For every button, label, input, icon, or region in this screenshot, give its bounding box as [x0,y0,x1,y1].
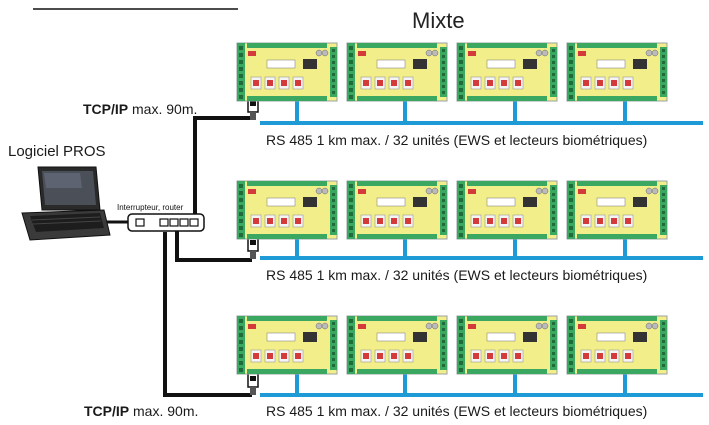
tcp-cable-row-3 [163,232,252,397]
rs485-bus-row-2 [260,238,703,260]
controller-board [566,315,668,375]
switch-router-icon [127,213,205,232]
switch-label: Interrupteur, router [117,203,184,212]
tcp-cable-row-2 [175,230,252,262]
controller-board [236,315,338,375]
tcpip-label-bottom: TCP/IP max. 90m. [84,403,198,419]
controller-board [456,42,558,102]
rs485-bus-row-1 [260,100,703,125]
controller-board [566,180,668,240]
controller-board [456,180,558,240]
tcpip-label-bottom-protocol: TCP/IP [84,403,130,419]
tcpip-cables [105,116,252,397]
rs485-bus-row-3 [260,373,703,397]
diagram-title: Mixte [412,8,465,33]
tcpip-label-top: TCP/IP max. 90m. [83,101,197,117]
controller-board [566,42,668,102]
controller-board [346,180,448,240]
tcpip-label-top-distance: max. 90m. [128,101,198,117]
rs485-label-row-3: RS 485 1 km max. / 32 unités (EWS et lec… [266,403,648,419]
controller-board [236,42,338,102]
controller-board [456,315,558,375]
software-label: Logiciel PROS [8,143,106,160]
tcpip-label-top-protocol: TCP/IP [83,101,129,117]
controller-board [236,180,338,240]
rs485-label-row-1: RS 485 1 km max. / 32 unités (EWS et lec… [266,132,648,148]
rj45-connectors [247,97,259,395]
controller-board [346,42,448,102]
tcpip-label-bottom-distance: max. 90m. [129,403,199,419]
tcp-cable-row-1 [193,116,252,222]
laptop-icon [21,166,111,241]
controller-board [346,315,448,375]
rs485-label-row-2: RS 485 1 km max. / 32 unités (EWS et lec… [266,267,648,283]
